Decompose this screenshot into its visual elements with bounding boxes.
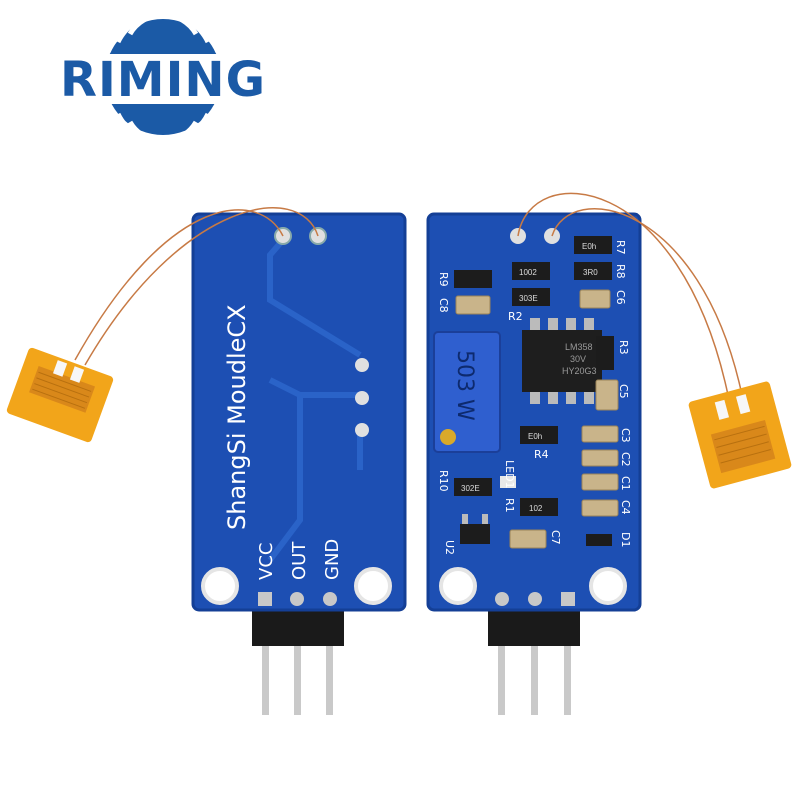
ref-led1: LED1 bbox=[503, 460, 516, 489]
right-header-pins bbox=[488, 605, 580, 715]
ref-r1: R1 bbox=[503, 498, 516, 513]
ref-c6: C6 bbox=[614, 290, 627, 305]
ref-r4: R4 bbox=[534, 448, 549, 461]
ref-r9: R9 bbox=[437, 272, 450, 287]
capacitors bbox=[455, 289, 619, 549]
ref-c5: C5 bbox=[617, 384, 630, 399]
ref-r7: R7 bbox=[614, 240, 627, 255]
resistor-code: 3R0 bbox=[583, 268, 598, 277]
left-strain-gauge bbox=[6, 207, 319, 443]
ref-r8: R8 bbox=[614, 264, 627, 279]
chip-marking-3: HY20G3 bbox=[562, 366, 597, 376]
left-board-title: ShangSi MoudleCX bbox=[223, 304, 251, 530]
ref-c3: C3 bbox=[619, 428, 632, 443]
ref-r10: R10 bbox=[437, 470, 450, 492]
resistor-code: 1002 bbox=[519, 268, 537, 277]
ref-r3: R3 bbox=[617, 340, 630, 355]
ref-c1: C1 bbox=[619, 476, 632, 491]
resistor-code: 303E bbox=[519, 294, 538, 303]
ref-c4: C4 bbox=[619, 500, 632, 515]
resistor-code: E0h bbox=[528, 432, 542, 441]
chip-marking-1: LM358 bbox=[565, 342, 593, 352]
left-header-pins bbox=[252, 605, 344, 715]
right-strain-gauge bbox=[517, 192, 792, 489]
ref-u2: U2 bbox=[443, 540, 456, 555]
ref-r2: R2 bbox=[508, 310, 523, 323]
brand-logo bbox=[48, 12, 278, 142]
resistor-code: E0h bbox=[582, 242, 596, 251]
brand-name: RIMING bbox=[59, 52, 266, 108]
ref-c8: C8 bbox=[437, 298, 450, 313]
ref-c2: C2 bbox=[619, 452, 632, 467]
diode bbox=[586, 534, 612, 546]
chip-marking-2: 30V bbox=[570, 354, 586, 364]
resistor-code: 102 bbox=[529, 504, 543, 513]
potentiometer: 503 W bbox=[433, 331, 501, 453]
right-board: 503 W LM358 30V HY20G3 E0h 1002 3R0 bbox=[426, 212, 642, 715]
op-amp-chip: LM358 30V HY20G3 bbox=[522, 318, 602, 404]
ref-d1: D1 bbox=[619, 532, 632, 547]
pot-marking: 503 W bbox=[452, 350, 477, 421]
left-board: ShangSi MoudleCX VCC OUT GND bbox=[191, 212, 407, 715]
transistor-u2 bbox=[460, 514, 490, 544]
pin-label-gnd: GND bbox=[322, 539, 343, 580]
resistors: E0h 1002 3R0 303E E0h 302E 102 bbox=[454, 236, 614, 516]
led bbox=[500, 476, 516, 488]
pin-label-vcc: VCC bbox=[256, 543, 277, 580]
ref-c7: C7 bbox=[549, 530, 562, 545]
resistor-code: 302E bbox=[461, 484, 480, 493]
pin-label-out: OUT bbox=[289, 541, 310, 580]
